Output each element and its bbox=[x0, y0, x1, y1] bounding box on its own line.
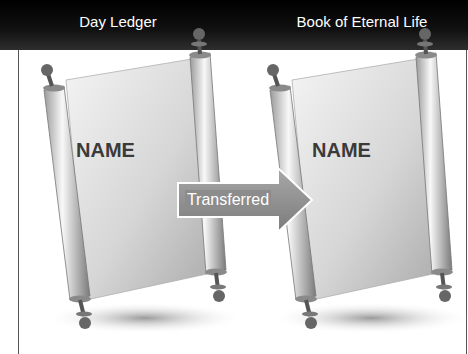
frame-line bbox=[18, 50, 19, 354]
arrow-label: Transferred bbox=[185, 190, 271, 210]
column-heading: Day Ledger bbox=[79, 13, 157, 31]
scroll-right bbox=[267, 28, 468, 334]
frame-line bbox=[466, 50, 467, 354]
column-heading: Book of Eternal Life bbox=[297, 13, 428, 31]
scroll-node: NAME bbox=[76, 138, 178, 262]
scroll-name: NAME bbox=[76, 138, 135, 162]
scroll-node: NAME bbox=[312, 138, 422, 262]
scroll-left bbox=[41, 28, 245, 334]
scroll-name: NAME bbox=[312, 138, 371, 162]
block-arrow bbox=[178, 168, 312, 232]
